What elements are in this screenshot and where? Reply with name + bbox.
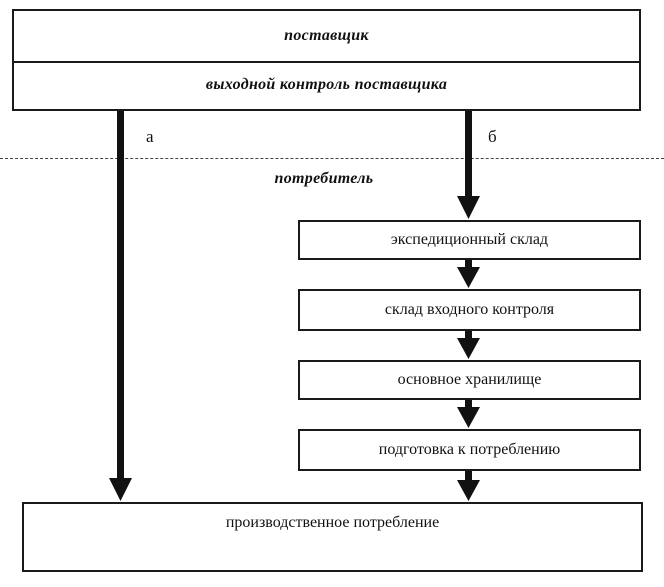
arrow-step-2-3 xyxy=(457,331,480,359)
production-consumption-block: производственное потребление xyxy=(22,502,643,572)
supplier-consumer-divider xyxy=(0,158,664,159)
step-incoming-control-warehouse: склад входного контроля xyxy=(298,289,641,331)
arrow-step-1-2 xyxy=(457,260,480,288)
arrow-path-b xyxy=(457,111,480,219)
consumer-title: потребитель xyxy=(0,170,664,188)
consumer-title-text: потребитель xyxy=(274,170,374,187)
step-main-storage: основное хранилище xyxy=(298,360,641,400)
step-preparation-for-consumption: подготовка к потреблению xyxy=(298,429,641,471)
supplier-output-control: выходной контроль поставщика xyxy=(205,76,448,93)
production-consumption-label: производственное потребление xyxy=(225,514,440,531)
supplier-block: поставщик выходной контроль поставщика xyxy=(12,9,641,111)
supplier-title: поставщик xyxy=(14,11,639,63)
path-b-label: б xyxy=(488,127,497,146)
arrow-step-4-final xyxy=(457,471,480,501)
step-shipping-warehouse: экспедиционный склад xyxy=(298,220,641,260)
arrow-step-3-4 xyxy=(457,400,480,428)
path-a-label: а xyxy=(146,127,154,146)
